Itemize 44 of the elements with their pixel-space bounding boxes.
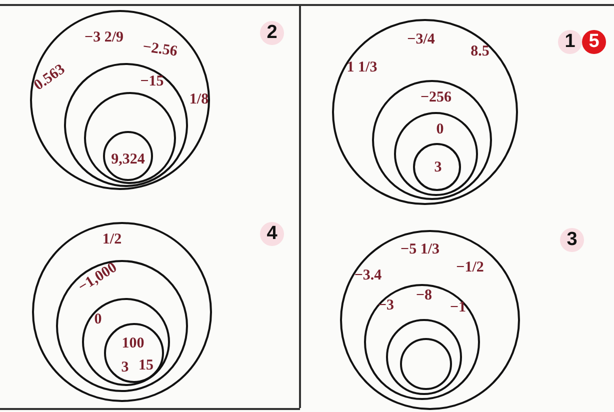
number-label: 15 — [138, 358, 154, 374]
number-label: 0 — [436, 122, 444, 138]
nested-circle — [103, 131, 153, 181]
nested-circle — [82, 298, 170, 386]
exercise-number: 1 — [558, 30, 582, 54]
exercise-number: 4 — [260, 222, 284, 246]
nested-circle — [340, 230, 520, 410]
nested-circle — [364, 284, 480, 400]
nested-circle — [400, 338, 452, 390]
nested-circle — [32, 222, 212, 402]
nested-circle — [56, 260, 188, 392]
exercise-number: 3 — [560, 228, 584, 252]
nested-circle — [332, 19, 518, 205]
number-label: −1 — [450, 300, 466, 316]
number-label: −2.56 — [142, 40, 178, 60]
number-label: −5 1/3 — [400, 242, 440, 258]
number-label: 1/2 — [102, 232, 122, 248]
nested-circle — [413, 143, 461, 191]
number-label: 1 1/3 — [346, 60, 378, 76]
number-label: −256 — [420, 90, 452, 106]
number-label: 3 — [434, 160, 442, 176]
number-label: −8 — [416, 288, 432, 304]
number-label: −3 — [378, 298, 394, 314]
nested-circle — [394, 112, 478, 196]
nested-circle — [104, 323, 164, 383]
exercise-number: 5 — [582, 30, 606, 54]
number-label: −1/2 — [456, 260, 484, 276]
number-label: 0 — [94, 312, 102, 328]
nested-circle — [64, 63, 188, 187]
nested-circle — [372, 80, 492, 200]
nested-circle — [386, 319, 462, 395]
number-label: −3.4 — [354, 268, 382, 284]
number-label: −3/4 — [407, 32, 435, 48]
number-label: −1,000 — [76, 260, 120, 296]
exercise-number: 2 — [260, 21, 284, 45]
number-label: −3 2/9 — [84, 30, 124, 46]
nested-circle — [84, 92, 176, 184]
nested-circle — [30, 10, 210, 190]
number-label: 9,324 — [111, 152, 145, 168]
number-label: 8.5 — [470, 44, 490, 60]
number-label: 100 — [122, 336, 144, 352]
number-label: 3 — [121, 360, 129, 376]
number-label: −15 — [140, 74, 164, 90]
number-label: 0.563 — [32, 62, 68, 94]
